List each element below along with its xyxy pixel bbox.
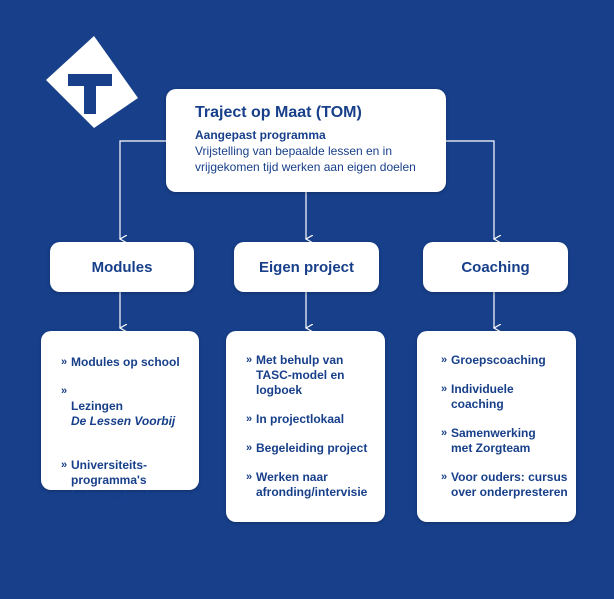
branch-eigen-project: Eigen project [234,242,379,292]
list-item-text: Werken naar afronding/intervisie [256,470,368,499]
bullet-icon: » [246,354,253,366]
branch-coaching: Coaching [423,242,568,292]
bullet-icon: » [441,427,448,439]
list-item: » Voor ouders: cursus over onderprestere… [441,470,568,500]
list-item-text: Individuele coaching [451,382,514,411]
top-subtitle: Aangepast programma [195,128,326,142]
connector-to-coaching [446,140,494,239]
list-item: » Samenwerking met Zorgteam [441,426,568,456]
top-description: Vrijstelling van bepaalde lessen en in v… [195,144,416,174]
list-item-text: Samenwerking met Zorgteam [451,426,536,455]
list-item-text: Modules op school [71,355,180,369]
list-item-emphasis: De Lessen Voorbij [71,414,176,428]
list-box-coaching: » Groepscoaching » Individuele coaching … [417,331,576,522]
branch-label: Modules [91,258,153,276]
list-item: » Universiteits- programma's buiten scho… [61,458,191,503]
bullet-icon: » [246,413,253,425]
list-item-text: Met behulp van TASC-model en logboek [256,353,345,397]
branch-label: Eigen project [258,258,355,276]
list-item: » Lezingen De Lessen Voorbij [61,384,191,444]
list-item-text: Voor ouders: cursus over onderpresteren [451,470,568,499]
list-item-text: Begeleiding project [256,441,368,455]
list-item-text: Groepscoaching [451,353,546,367]
bullet-icon: » [246,471,253,483]
bullet-icon: » [441,471,448,483]
top-title: Traject op Maat (TOM) [195,104,362,121]
bullet-icon: » [61,356,68,368]
list-item: » Modules op school [61,355,191,370]
list-item: » In projectlokaal [246,412,377,427]
branch-modules: Modules [50,242,194,292]
list-item-text: Lezingen [71,399,124,413]
list-item: » Begeleiding project [246,441,377,456]
list-box-eigen-project: » Met behulp van TASC-model en logboek »… [226,331,385,522]
list-item-text: In projectlokaal [256,412,345,426]
t-logo-icon [46,36,138,128]
bullet-icon: » [61,385,68,397]
bullet-icon: » [441,354,448,366]
list-item-text: Universiteits- programma's buiten school [71,458,149,502]
list-item: » Werken naar afronding/intervisie [246,470,377,500]
branch-label: Coaching [461,258,530,276]
list-item: » Met behulp van TASC-model en logboek [246,353,377,398]
bullet-icon: » [441,383,448,395]
list-item-text-wrap: Lezingen De Lessen Voorbij [71,384,175,444]
top-box-traject-op-maat: Traject op Maat (TOM) Aangepast programm… [166,89,446,192]
bullet-icon: » [246,442,253,454]
connector-to-modules [120,140,166,239]
bullet-icon: » [61,459,68,471]
list-item: » Groepscoaching [441,353,568,368]
list-item: » Individuele coaching [441,382,568,412]
list-box-modules: » Modules op school » Lezingen De Lessen… [41,331,199,502]
